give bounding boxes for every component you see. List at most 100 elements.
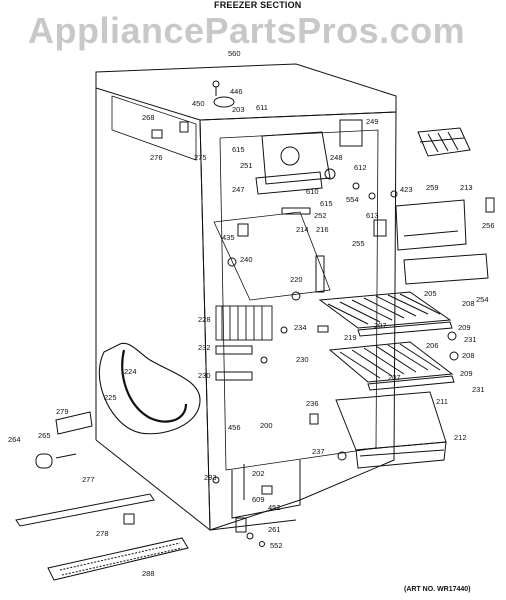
part-label: 615 (320, 199, 333, 208)
cabinet-outline (95, 63, 397, 121)
part-label: 452 (268, 503, 281, 512)
part-label: 209 (460, 369, 473, 378)
part-554 (352, 182, 360, 190)
part-276 (151, 129, 163, 139)
ice-tray (417, 127, 471, 157)
part-label: 212 (454, 433, 467, 442)
part-240 (227, 257, 237, 267)
part-label: 224 (124, 367, 137, 376)
part-label: 234 (294, 323, 307, 332)
bracket-249 (339, 119, 363, 147)
part-label: 213 (460, 183, 473, 192)
part-label: 247 (232, 185, 245, 194)
part-label: 236 (306, 399, 319, 408)
part-256 (485, 197, 495, 213)
part-label: 255 (352, 239, 365, 248)
part-label: 232 (198, 343, 211, 352)
part-label: 200 (260, 421, 273, 430)
part-label: 209 (458, 323, 471, 332)
part-label: 230 (198, 371, 211, 380)
part-label: 219 (344, 333, 357, 342)
part-label: 220 (290, 275, 303, 284)
part-label: 240 (240, 255, 253, 264)
cabinet-inner-back (199, 111, 397, 531)
part-label: 205 (424, 289, 437, 298)
part-label: 207 (374, 321, 387, 330)
art-number: (ART NO. WR17440) (404, 586, 471, 593)
part-label: 268 (142, 113, 155, 122)
toe-grille-rail (15, 493, 155, 527)
part-label: 208 (462, 351, 475, 360)
part-613 (368, 192, 376, 200)
part-label: 254 (476, 295, 489, 304)
bracket-279 (55, 411, 93, 435)
part-label: 277 (82, 475, 95, 484)
toe-grille (47, 537, 189, 581)
part-452 (235, 517, 247, 533)
part-232 (215, 345, 253, 355)
part-label: 207 (388, 373, 401, 382)
part-label: 252 (314, 211, 327, 220)
lower-shelf (328, 341, 454, 383)
part-label: 275 (194, 153, 207, 162)
part-label: 228 (198, 315, 211, 324)
page-header: FREEZER SECTION (0, 0, 506, 10)
part-label: 214 (296, 225, 309, 234)
fan-icon (280, 146, 300, 166)
part-label: 231 (464, 335, 477, 344)
part-208 (447, 331, 457, 341)
part-label: 251 (240, 161, 253, 170)
part-label: 249 (366, 117, 379, 126)
part-label: 615 (232, 145, 245, 154)
upper-shelf (318, 291, 452, 329)
part-label: 230 (296, 355, 309, 364)
part-label: 216 (316, 225, 329, 234)
heater-loop-outline (98, 342, 201, 435)
part-label: 456 (228, 423, 241, 432)
part-label: 259 (426, 183, 439, 192)
part-278 (123, 513, 135, 525)
part-label: 261 (268, 525, 281, 534)
part-248 (324, 168, 336, 180)
part-252 (281, 207, 311, 215)
part-435 (237, 223, 249, 237)
part-230 (215, 371, 253, 381)
part-255 (373, 219, 387, 237)
part-label: 293 (204, 473, 217, 482)
control-plate (213, 211, 331, 301)
part-label: 256 (482, 221, 495, 230)
left-panel-top (111, 95, 197, 161)
part-label: 203 (232, 105, 245, 114)
part-label: 435 (222, 233, 235, 242)
part-237 (337, 451, 347, 461)
part-label: 276 (150, 153, 163, 162)
part-208b (449, 351, 459, 361)
part-label: 237 (312, 447, 325, 456)
part-230b (260, 356, 268, 364)
part-236 (309, 413, 319, 425)
part-label: 279 (56, 407, 69, 416)
part-label: 208 (462, 299, 475, 308)
part-label: 248 (330, 153, 343, 162)
part-label: 612 (354, 163, 367, 172)
part-label: 613 (366, 211, 379, 220)
part-609 (261, 485, 273, 495)
part-label: 446 (230, 87, 243, 96)
part-label: 554 (346, 195, 359, 204)
part-labels: 560 446 450 203 611 268 276 275 615 251 … (8, 49, 495, 578)
part-275 (179, 121, 189, 133)
part-label: 610 (306, 187, 319, 196)
part-216 (315, 255, 325, 293)
part-219 (317, 325, 329, 333)
cabinet-bottom-left (95, 439, 211, 531)
part-label: 206 (426, 341, 439, 350)
heater-wire (121, 349, 188, 423)
part-220 (291, 291, 301, 301)
part-423 (390, 190, 398, 198)
part-label: 560 (228, 49, 241, 58)
part-label: 450 (192, 99, 205, 108)
part-label: 552 (270, 541, 283, 550)
freezer-basket (335, 391, 447, 451)
door-panel-upper (395, 199, 467, 251)
